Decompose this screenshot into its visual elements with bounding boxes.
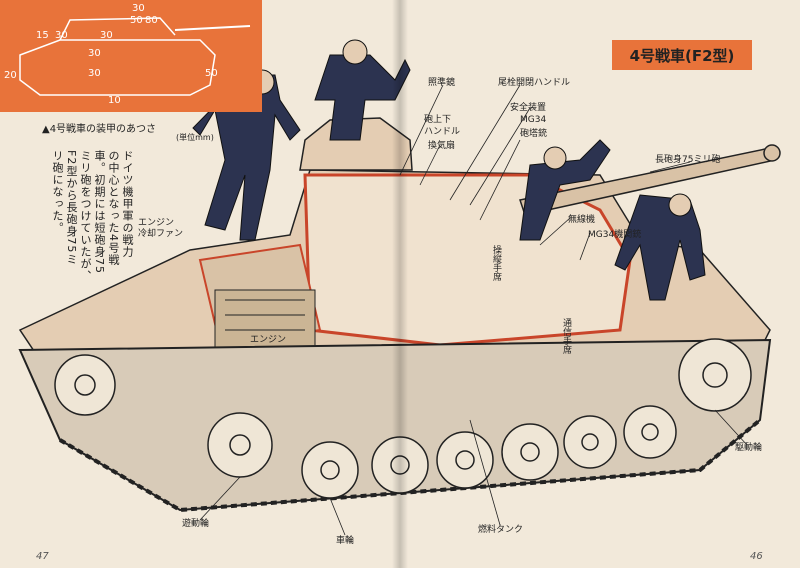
armor-value: 30: [88, 48, 101, 59]
body-text-column: ミリ砲をつけていたが、: [79, 150, 92, 282]
callout-long-gun: 長砲身75ミリ砲: [655, 155, 721, 165]
callout-radio-op: 通信手席: [561, 318, 571, 354]
armor-value: 30: [100, 30, 113, 41]
callout-safety: 安全装置: [510, 103, 547, 113]
callout-drive-wheel: 駆動輪: [735, 443, 763, 453]
body-text-column: ドイツ機甲軍の戦力: [121, 150, 134, 258]
body-text-column: リ砲になった。: [51, 150, 64, 234]
callout-leader-lines: [199, 84, 748, 536]
armor-value: 30: [55, 30, 68, 41]
armor-value: 20: [4, 70, 17, 81]
callout-engine: エンジン: [250, 335, 287, 345]
callout-mg34-coax: MG34: [520, 115, 547, 125]
body-text-column: 車。初期には短砲身75: [93, 150, 106, 274]
callout-idler: 遊動輪: [182, 519, 210, 529]
page-title: 4号戦車(F2型): [612, 40, 752, 70]
callout-mg34-hull: MG34機関銃: [588, 230, 642, 240]
callout-engine-fan-sub: 冷却ファン: [138, 229, 184, 239]
callout-engine-fan: エンジン: [138, 218, 175, 228]
body-text-column: の中心となった4号戦: [107, 150, 120, 266]
callout-sight: 照準鏡: [428, 78, 456, 88]
armor-value: 30: [88, 68, 101, 79]
callout-elevation-sub: ハンドル: [424, 127, 461, 137]
crew-figures-icon: [192, 39, 706, 301]
armor-thickness-diagram: [0, 0, 262, 112]
body-text-column: F2型から長砲身75ミ: [65, 150, 78, 266]
book-gutter: [392, 0, 408, 568]
engine-icon: [214, 289, 316, 351]
callout-radio: 無線機: [568, 215, 596, 225]
armor-value: 80: [145, 15, 158, 26]
callout-road-wheel: 車輪: [336, 536, 355, 546]
callout-driver: 操縦手席: [491, 245, 501, 281]
armor-value: 30: [132, 3, 145, 14]
armor-unit: (単位mm): [176, 133, 214, 142]
armor-value: 50: [130, 15, 143, 26]
armor-value: 10: [108, 95, 121, 106]
road-wheels-icon: [54, 338, 752, 499]
callout-elevation: 砲上下: [424, 115, 452, 125]
tank-hull-icon: [18, 117, 771, 361]
gun-barrel-icon: [519, 144, 781, 216]
armor-value: 50: [205, 68, 218, 79]
page-number-right: 46: [750, 551, 763, 562]
callout-mg34-coax-sub: 砲塔銃: [520, 129, 548, 139]
armor-caption: ▲4号戦車の装甲のあつさ: [42, 124, 157, 135]
callout-vent: 換気扇: [428, 141, 456, 151]
callout-fuel: 燃料タンク: [478, 525, 524, 535]
callout-breech-handle: 尾栓開閉ハンドル: [498, 78, 571, 88]
armor-value: 15: [36, 30, 49, 41]
page-number-left: 47: [36, 551, 49, 562]
